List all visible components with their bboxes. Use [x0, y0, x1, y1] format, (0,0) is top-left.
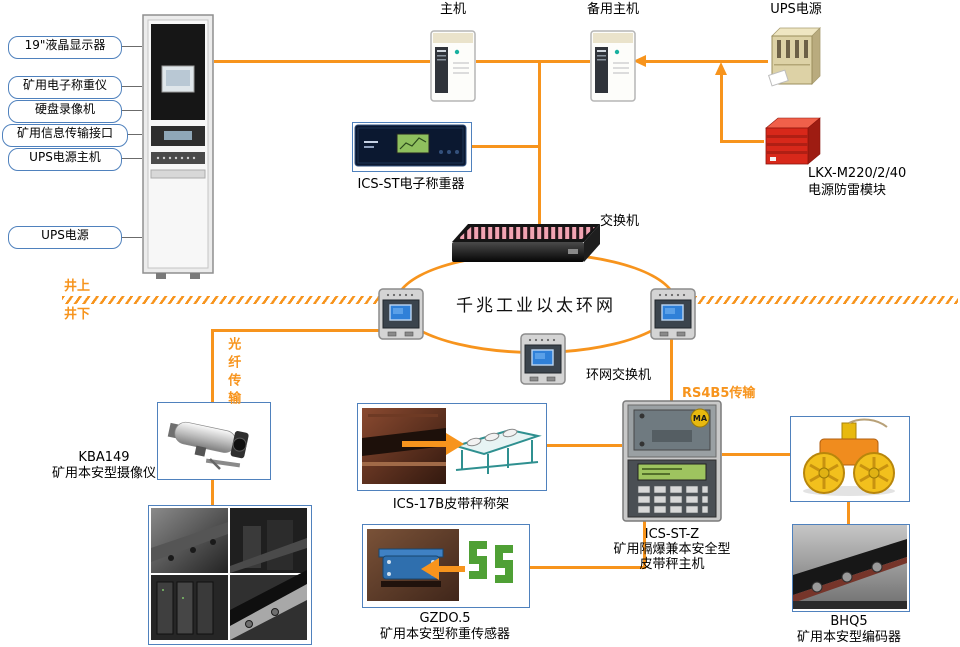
encoder-model-caption: BHQ5 [830, 614, 868, 629]
encoder-name-caption: 矿用本安型编码器 [796, 630, 901, 645]
server-rack-illustration [142, 14, 214, 280]
ups-label: UPS电源 [770, 2, 822, 17]
rack-label-dvr: 硬盘录像机 [8, 100, 122, 123]
ring-title: 千兆工业以太环网 [456, 295, 616, 316]
ics-st-caption: ICS-ST电子称重器 [357, 177, 465, 192]
arrowhead-to-backup [633, 55, 646, 67]
link-trunk-vertical [538, 63, 541, 227]
link-encoder-conveyor [847, 500, 850, 524]
rack-label-lcd: 19"液晶显示器 [8, 36, 122, 59]
link-sensor-vertical [643, 521, 646, 569]
sensor-name-caption: 矿用本安型称重传感器 [379, 627, 510, 642]
arrowhead-to-powerline [715, 62, 727, 75]
cctv-monitor-photo [148, 505, 312, 645]
fiber-link-label: 光纤传输 [225, 337, 241, 409]
sensor-model-caption: GZDO.5 [419, 611, 471, 626]
camera-name-caption: 矿用本安型摄像仪 [51, 466, 156, 481]
ring-switch-bottom-illustration [520, 333, 566, 385]
lightning-module-illustration [762, 116, 824, 166]
camera-model-caption: KBA149 [78, 450, 130, 465]
conveyor-photo [792, 524, 910, 612]
rack-label-connector [120, 158, 142, 159]
link-lightning-horizontal [720, 140, 764, 143]
link-belthost-encoder [722, 453, 790, 456]
rack-label-connector [120, 110, 142, 111]
rack-label-connector [120, 46, 142, 47]
link-lightning-vertical [720, 74, 723, 143]
belt-host-model-caption: ICS-ST-Z [644, 527, 700, 542]
lightning-model-caption: LKX-M220/2/40 [808, 166, 907, 181]
link-sensor-horizontal [530, 566, 646, 569]
belt-frame-caption: ICS-17B皮带秤称架 [392, 497, 510, 512]
ring-switch-caption: 环网交换机 [586, 368, 652, 383]
host-tower-illustration [430, 30, 476, 102]
link-frame-belthost [545, 444, 622, 447]
link-rack-host [214, 60, 430, 63]
zone-label-above: 井上 [64, 279, 91, 294]
belt-host-name2-caption: 皮带秤主机 [639, 557, 705, 572]
rack-label-ups: UPS电源 [8, 226, 122, 249]
belt-scale-frame-photo [357, 403, 547, 491]
backup-host-tower-illustration [590, 30, 636, 102]
backup-host-label: 备用主机 [586, 2, 639, 17]
rack-label-connector [120, 86, 142, 87]
ups-illustration [768, 26, 824, 92]
rack-label-connector [120, 237, 142, 238]
link-fiber-drop [211, 329, 214, 403]
rack-label-connector [126, 134, 142, 135]
link-ring-camera-horizontal [211, 329, 385, 332]
rack-label-weigher: 矿用电子称重仪 [8, 76, 122, 99]
link-ring-belthost [670, 339, 673, 401]
ring-switch-left-illustration [378, 288, 424, 340]
ring-switch-right-illustration [650, 288, 696, 340]
belt-scale-host-photo: MA [622, 400, 722, 522]
load-cell-photo [362, 524, 530, 608]
link-camera-monitor [211, 478, 214, 506]
encoder-photo [790, 416, 910, 502]
switch-illustration [452, 224, 600, 264]
lightning-name-caption: 电源防雷模块 [808, 183, 887, 198]
rack-label-interface: 矿用信息传输接口 [2, 124, 128, 147]
ma-badge: MA [693, 414, 708, 423]
zone-label-below: 井下 [64, 307, 91, 322]
link-icsst-trunk [470, 145, 538, 148]
belt-host-name1-caption: 矿用隔爆兼本安全型 [613, 542, 731, 557]
switch-caption: 交换机 [600, 214, 640, 229]
link-ups-backup [646, 60, 768, 63]
link-host-backup [476, 60, 590, 63]
rack-label-ups-host: UPS电源主机 [8, 148, 122, 171]
camera-photo [157, 402, 271, 480]
host-label: 主机 [439, 2, 466, 17]
rs485-link-label: RS4B5传输 [682, 386, 756, 401]
ics-st-weigher-photo [352, 122, 472, 172]
